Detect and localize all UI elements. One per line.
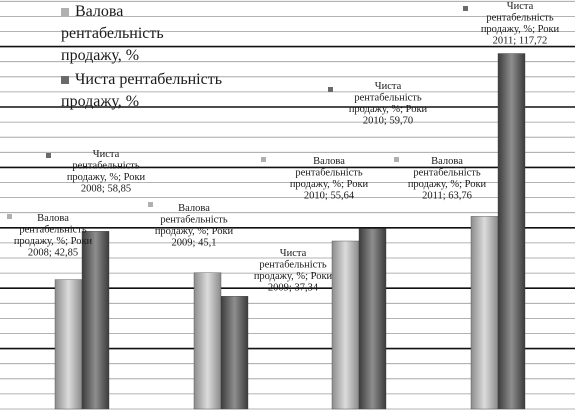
data-label-net-2011: Чиста (507, 1, 534, 12)
data-label-gross-2008: Валова (37, 213, 69, 224)
legend-label-gross: Валова (75, 3, 123, 20)
data-label-net-2009: рентабельність (259, 260, 327, 271)
data-label-net-2008: продажу, %; Роки (67, 172, 146, 183)
data-label-gross-2009: продажу, %; Роки (155, 226, 234, 237)
data-label-gross-2010: рентабельність (295, 168, 363, 179)
legend-label-gross: продажу, % (61, 47, 139, 64)
legend-label-gross: рентабельність (61, 25, 164, 42)
data-label-marker (328, 87, 333, 92)
data-label-net-2008: рентабельність (72, 161, 140, 172)
data-label-marker (7, 214, 12, 219)
data-label-marker (261, 157, 266, 162)
data-label-net-2011: рентабельність (486, 13, 554, 24)
bar-net-2010 (358, 228, 387, 410)
data-label-gross-2010: Валова (313, 156, 345, 167)
legend-swatch-gross (61, 8, 69, 16)
data-label-gross-2011: рентабельність (413, 168, 481, 179)
legend: Валова рентабельність продажу, % Чиста рент… (61, 3, 222, 110)
data-label-marker (46, 153, 51, 158)
legend-swatch-net (61, 76, 69, 84)
data-label-marker (463, 6, 468, 11)
data-label-gross-2009: Валова (178, 203, 210, 214)
data-label-net-2011: продажу, %; Роки (481, 24, 560, 35)
data-label-net-2010: продажу, %; Роки (349, 104, 428, 115)
data-label-net-2009: Чиста (280, 248, 307, 259)
bar-net-2009 (220, 296, 249, 410)
bar-net-2011 (497, 53, 526, 410)
data-label-gross-2008: продажу, %; Роки (14, 236, 93, 247)
bar-gross-2011 (470, 216, 499, 410)
data-label-gross-2011: Валова (431, 156, 463, 167)
bars (54, 53, 526, 410)
bar-gross-2010 (331, 240, 360, 410)
data-label-gross-2008: рентабельність (19, 225, 87, 236)
data-label-gross-2010: продажу, %; Роки (290, 179, 369, 190)
bar-gross-2008 (54, 279, 83, 410)
data-label-net-2011: 2011; 117,72 (493, 36, 548, 47)
bar-net-2008 (81, 231, 110, 410)
data-label-net-2010: 2010; 59,70 (363, 116, 413, 127)
data-label-marker (394, 157, 399, 162)
data-label-net-2008: Чиста (93, 149, 120, 160)
data-label-net-2009: продажу, %; Роки (254, 271, 333, 282)
data-label-net-2010: рентабельність (354, 93, 422, 104)
data-label-gross-2011: продажу, %; Роки (408, 179, 487, 190)
legend-label-net: Чиста рентабельність (75, 71, 222, 88)
data-label-marker (148, 202, 153, 207)
data-label-gross-2009: рентабельність (160, 215, 228, 226)
bar-gross-2009 (193, 272, 222, 410)
legend-label-net: продажу, % (61, 93, 139, 110)
data-label-gross-2008: 2008; 42,85 (28, 248, 78, 259)
data-label-gross-2009: 2009; 45,1 (172, 238, 217, 249)
data-label-net-2008: 2008; 58,85 (81, 184, 131, 195)
data-label-gross-2011: 2011; 63,76 (422, 191, 472, 202)
data-label-gross-2010: 2010; 55,64 (304, 191, 355, 202)
data-label-net-2010: Чиста (375, 81, 402, 92)
data-label-net-2009: 2009; 37,34 (268, 283, 319, 294)
